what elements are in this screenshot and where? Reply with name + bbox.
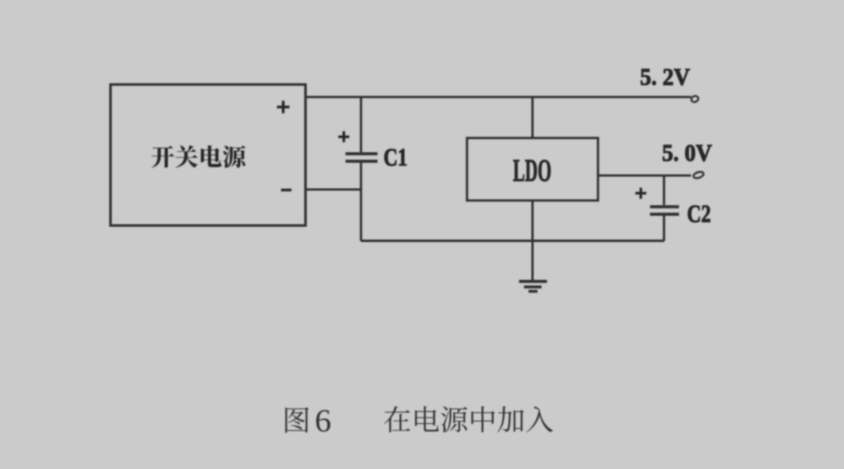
svg-text:5. 2V: 5. 2V xyxy=(640,64,690,91)
svg-text:LDO: LDO xyxy=(513,152,552,188)
svg-text:C1: C1 xyxy=(384,145,408,172)
svg-text:C2: C2 xyxy=(687,201,711,228)
svg-text:5. 0V: 5. 0V xyxy=(662,140,712,167)
svg-text:6: 6 xyxy=(315,404,332,440)
